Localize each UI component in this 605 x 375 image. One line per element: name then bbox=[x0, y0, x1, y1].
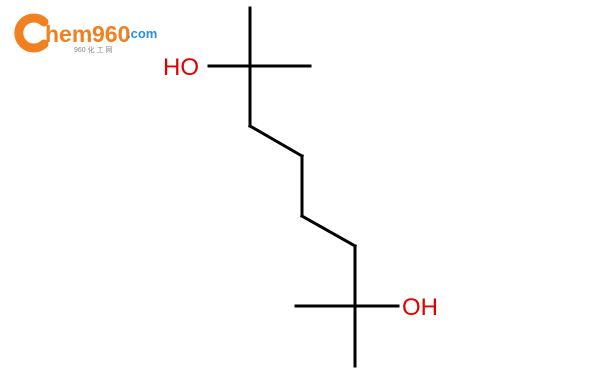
molecule-bonds bbox=[207, 6, 400, 368]
bond-c5-c6 bbox=[299, 213, 358, 249]
logo-c-mark-icon bbox=[14, 13, 49, 53]
logo-tagline: 960 化 工 网 bbox=[74, 45, 113, 54]
atom-label-oh-top: HO bbox=[163, 54, 199, 81]
logo-text-tld: .com bbox=[127, 26, 157, 41]
logo-text-hem: hem bbox=[45, 21, 92, 47]
bond-c3-c4 bbox=[247, 123, 305, 159]
chem960-logo: hem 960 .com 960 化 工 网 bbox=[14, 13, 157, 54]
logo-text-960: 960 bbox=[92, 21, 130, 47]
atom-label-oh-bottom: OH bbox=[402, 294, 438, 321]
